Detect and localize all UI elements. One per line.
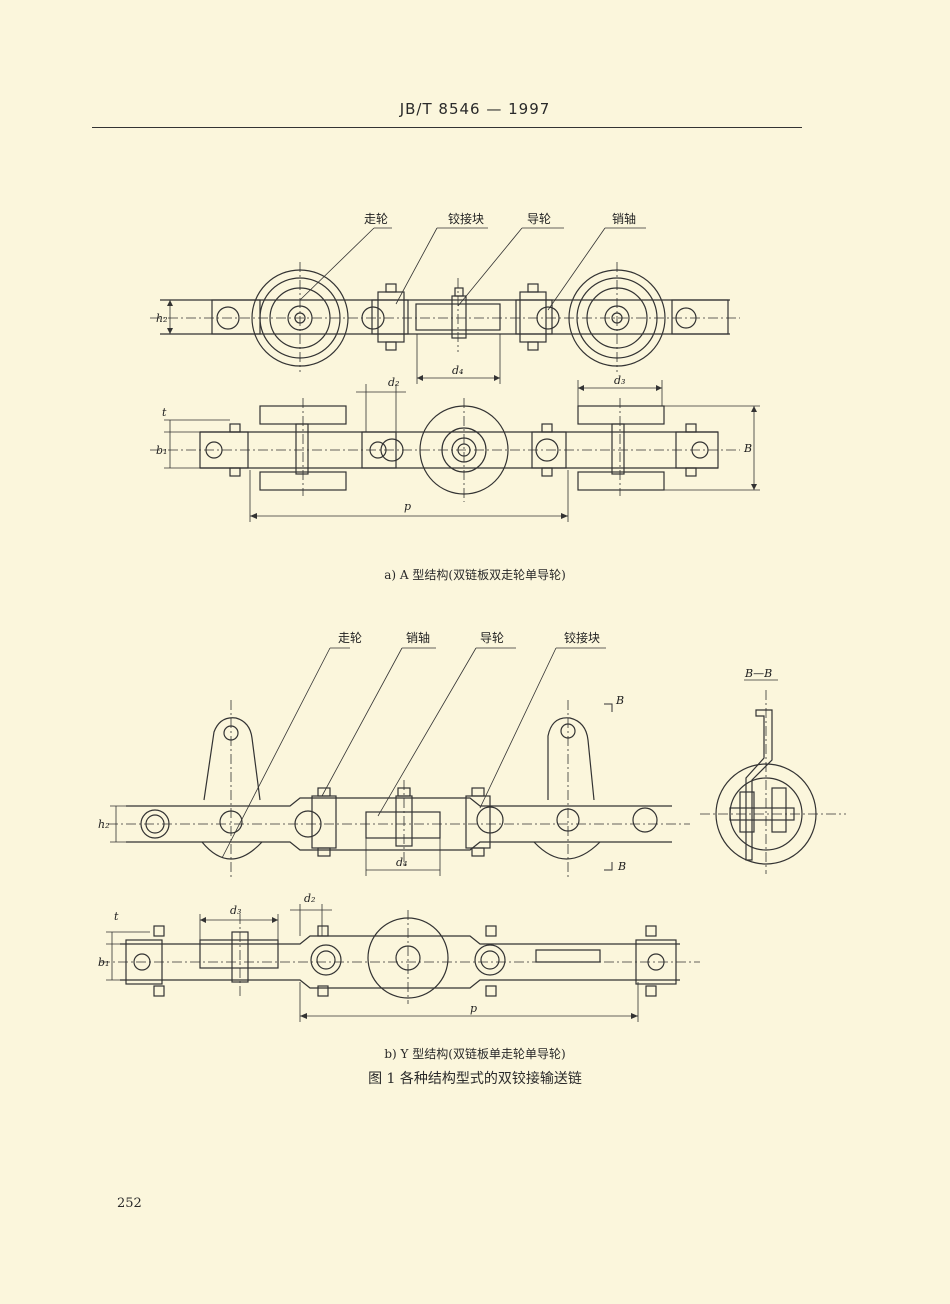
fig-b-side-view [100, 904, 700, 1022]
page-number: 252 [117, 1196, 142, 1211]
header-rule [92, 127, 802, 128]
fig-b-section-title: B—B [744, 667, 772, 680]
fig-b-label-hinge-block: 铰接块 [564, 630, 600, 645]
fig-a-label-running-wheel: 走轮 [364, 212, 388, 226]
fig-b-dim-p: p [470, 1002, 477, 1015]
fig-a-caption: a) A 型结构(双链板双走轮单导轮) [384, 568, 566, 582]
figure-title: 图 1 各种结构型式的双铰接输送链 [368, 1071, 582, 1087]
fig-a-side-view [150, 380, 760, 522]
page-header: JB/T 8546 — 1997 [399, 100, 551, 118]
fig-b-dim-b1: b₁ [98, 956, 109, 969]
fig-b-label-running-wheel: 走轮 [338, 631, 362, 645]
fig-a-label-hinge-block: 铰接块 [448, 211, 484, 226]
fig-a-label-guide-wheel: 导轮 [527, 212, 551, 226]
fig-a-dim-t: t [162, 406, 167, 419]
fig-b-dim-d3: d₃ [230, 904, 241, 917]
fig-a-dim-b1: b₁ [156, 444, 167, 457]
fig-a-dim-B: B [743, 442, 752, 455]
fig-a-label-pin: 销轴 [612, 211, 636, 226]
fig-a-dim-d2: d₂ [388, 376, 399, 389]
fig-a-dim-p: p [404, 500, 411, 513]
fig-a-dim-d4: d₄ [452, 364, 463, 377]
fig-b-section-mark-top: B [615, 694, 624, 707]
fig-b-label-pin: 销轴 [406, 630, 430, 645]
fig-a-dim-d3: d₃ [614, 374, 625, 387]
fig-b-dim-d4: d₄ [396, 856, 407, 869]
fig-b-dim-h2: h₂ [98, 818, 110, 831]
fig-b-dim-t: t [114, 910, 119, 923]
fig-a-top-view [150, 227, 740, 384]
fig-b-dim-d2: d₂ [304, 892, 315, 905]
fig-b-caption: b) Y 型结构(双链板单走轮单导轮) [384, 1047, 566, 1061]
fig-b-top-view [108, 647, 690, 880]
fig-b-section-view [700, 679, 846, 874]
fig-b-section-mark-bottom: B [617, 860, 626, 873]
fig-b-label-guide-wheel: 导轮 [480, 631, 504, 645]
fig-a-dim-h2: h₂ [156, 312, 168, 325]
